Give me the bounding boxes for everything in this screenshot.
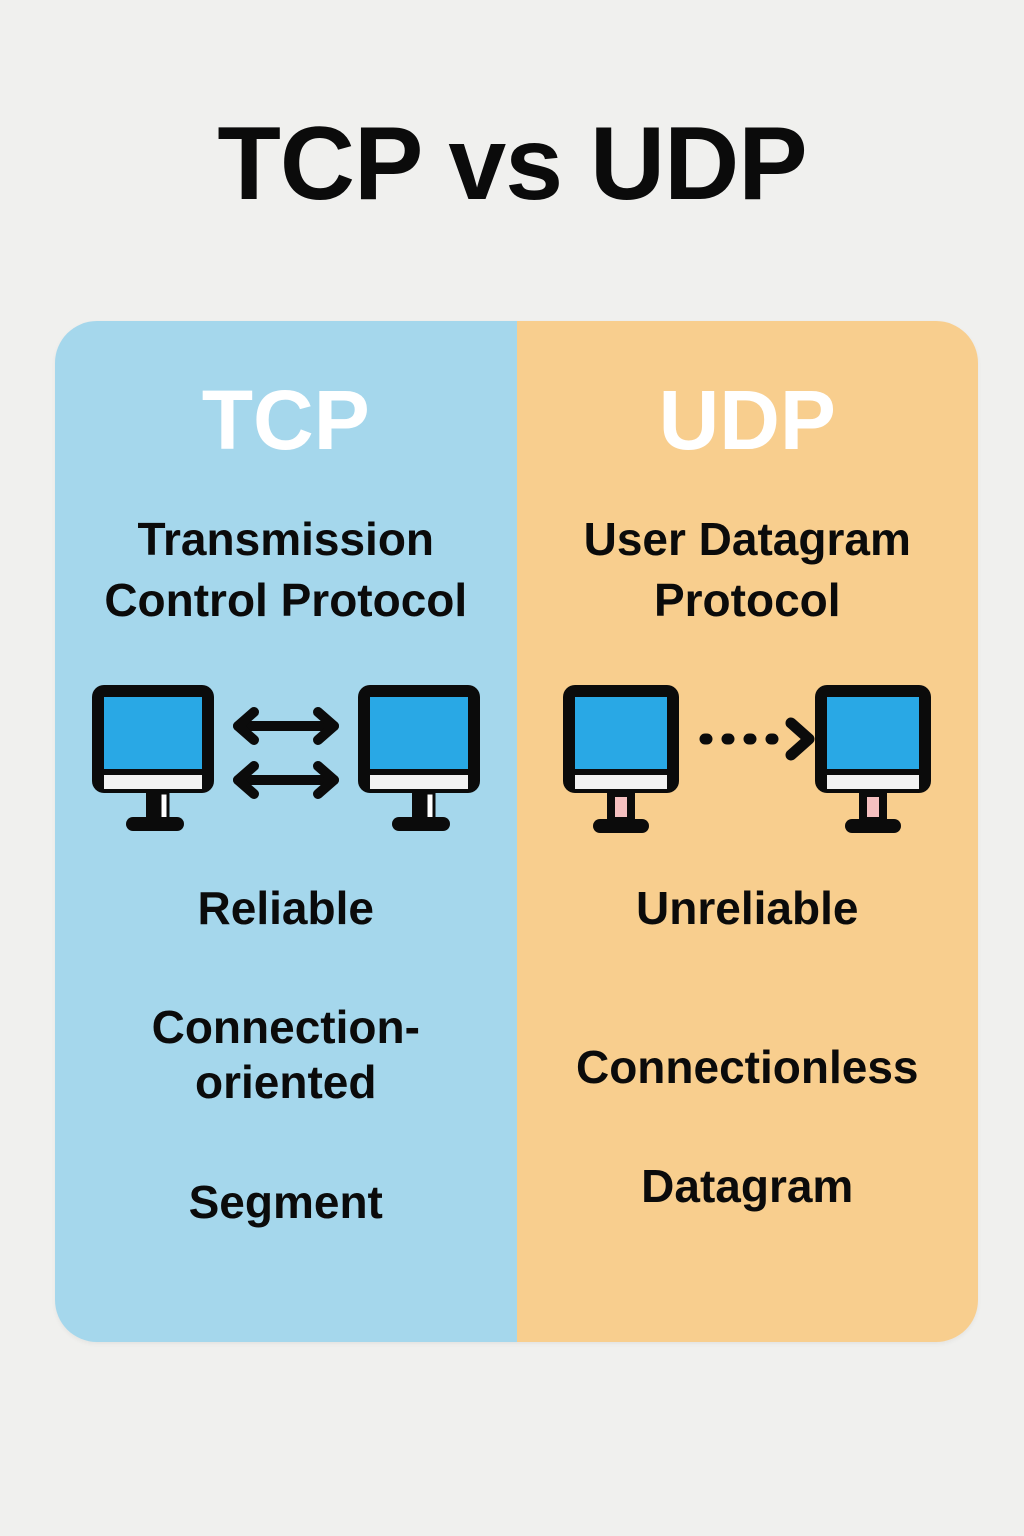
protocol-fullname-tcp: Transmission Control Protocol xyxy=(104,513,468,627)
bidirectional-arrow-bottom xyxy=(232,761,339,799)
monitor-icon-left xyxy=(563,685,680,833)
column-tcp: TCP Transmission Control Protocol xyxy=(55,321,517,1342)
comparison-card: TCP Transmission Control Protocol xyxy=(55,321,978,1342)
feature-item: Connectionless xyxy=(575,1041,919,1094)
monitor-icon-left xyxy=(91,685,214,831)
diagram-tcp xyxy=(55,679,517,839)
column-udp: UDP User Datagram Protocol xyxy=(516,321,979,1342)
feature-item: Datagram xyxy=(641,1160,854,1213)
protocol-fullname-udp: User Datagram Protocol xyxy=(583,513,911,627)
diagram-udp xyxy=(517,679,979,839)
monitor-icon-right xyxy=(357,685,480,831)
protocol-abbr-udp: UDP xyxy=(658,373,836,467)
feature-item: Unreliable xyxy=(636,882,859,934)
page-title: TCP vs UDP xyxy=(217,106,807,222)
feature-item: Reliable xyxy=(197,882,374,934)
protocol-abbr-tcp: TCP xyxy=(201,373,370,467)
feature-item: Connection-oriented xyxy=(151,1001,420,1109)
bidirectional-arrow-top xyxy=(232,707,339,745)
feature-list-tcp: Reliable Connection-oriented Segment xyxy=(55,881,517,1230)
dashed-arrow-icon xyxy=(699,717,815,761)
feature-item: Segment xyxy=(188,1175,383,1228)
monitor-icon-right xyxy=(815,685,932,833)
feature-list-udp: Unreliable Connectionless Datagram xyxy=(517,881,979,1215)
